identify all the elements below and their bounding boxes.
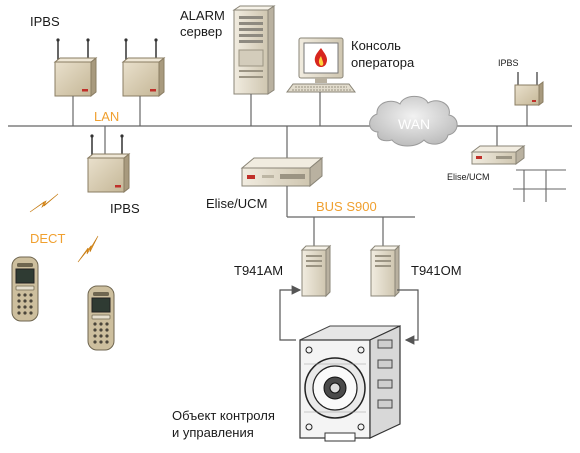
alarm-server-label-line2: сервер [180, 24, 222, 39]
dect-signal-bolt-2 [77, 235, 99, 263]
t941om-label: T941OM [411, 263, 462, 278]
ipbs-base-station-1 [53, 38, 98, 126]
lan-label: LAN [94, 109, 119, 124]
ipbs-base-station-center [86, 126, 131, 194]
elise-ucm-center-unit [240, 126, 324, 217]
ipbs-center-label: IPBS [110, 201, 140, 216]
controlled-object-label-line1: Объект контроля [172, 408, 275, 423]
dect-handset-2 [87, 285, 115, 351]
ipbs-base-station-right [514, 72, 544, 126]
bus-s900-label: BUS S900 [316, 199, 377, 214]
elise-ucm-right-label: Elise/UCM [447, 172, 490, 182]
operator-console-computer [286, 37, 356, 126]
t941am-label: T941AM [234, 263, 283, 278]
alarm-server-tower [232, 5, 276, 126]
t941om-module [369, 217, 401, 298]
wan-cloud [369, 95, 458, 147]
controlled-object-label-line2: и управления [172, 425, 254, 440]
alarm-server-label-line1: ALARM [180, 8, 225, 23]
arrow-object-to-t941am [279, 285, 302, 341]
console-label-line2: оператора [351, 55, 415, 70]
console-label-line1: Консоль [351, 38, 401, 53]
ipbs-left-label: IPBS [30, 14, 60, 29]
t941am-module [300, 217, 332, 298]
dect-signal-bolt-1 [29, 193, 59, 213]
dect-handset-1 [11, 256, 39, 322]
ipbs-right-label: IPBS [498, 58, 519, 68]
elise-ucm-center-label: Elise/UCM [206, 196, 267, 211]
ipbs-base-station-2 [121, 38, 166, 126]
dect-label: DECT [30, 231, 65, 246]
controlled-object-machine [299, 325, 401, 442]
arrow-t941om-to-object [397, 289, 419, 345]
elise-ucm-right-unit [470, 126, 566, 202]
wan-label: WAN [398, 116, 430, 132]
